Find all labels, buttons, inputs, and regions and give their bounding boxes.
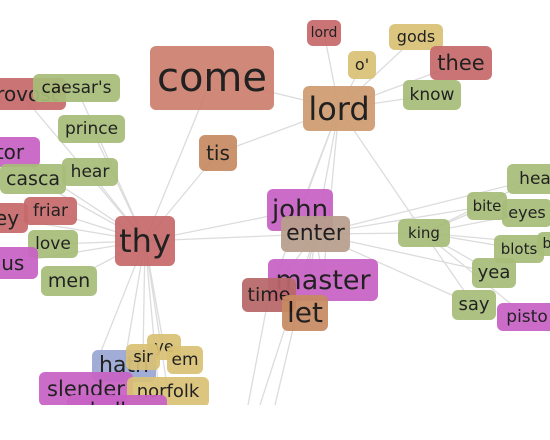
node-caesars[interactable]: caesar's (33, 74, 120, 102)
node-lord[interactable]: lord (303, 86, 375, 131)
node-pistol[interactable]: pisto (497, 303, 550, 331)
node-bite[interactable]: bite (467, 192, 507, 220)
node-yea[interactable]: yea (472, 258, 516, 288)
node-em[interactable]: em (167, 346, 203, 374)
edge-offscreen (247, 294, 270, 405)
node-lord-top[interactable]: lord (307, 20, 341, 46)
bottom-margin (0, 405, 550, 440)
node-thee[interactable]: thee (430, 46, 492, 80)
node-gods[interactable]: gods (389, 24, 443, 50)
node-men[interactable]: men (41, 266, 97, 296)
node-hear-left[interactable]: hear (62, 158, 118, 186)
word-network-graph: lord gods come o' thee lord know provost… (0, 20, 550, 405)
node-enter[interactable]: enter (281, 216, 350, 252)
node-b[interactable]: b (537, 232, 550, 256)
node-let[interactable]: let (282, 295, 328, 331)
node-say[interactable]: say (452, 290, 496, 320)
node-eyes[interactable]: eyes (502, 199, 550, 227)
node-prince[interactable]: prince (58, 115, 125, 143)
node-king[interactable]: king (398, 219, 450, 247)
node-sir[interactable]: sir (126, 344, 160, 370)
node-o[interactable]: o' (348, 51, 376, 79)
node-come[interactable]: come (150, 46, 274, 110)
node-tis[interactable]: tis (199, 135, 237, 171)
node-thy[interactable]: thy (115, 216, 175, 266)
node-shallow[interactable]: shallow (67, 395, 167, 405)
node-ius[interactable]: ius (0, 247, 38, 279)
edge-enter-hear_right (315, 178, 536, 235)
node-friar[interactable]: friar (24, 197, 77, 225)
node-casca[interactable]: casca (0, 164, 66, 194)
node-hear-right[interactable]: hea (507, 164, 550, 194)
node-ey[interactable]: ey (0, 203, 28, 233)
edge-thy-norfolk (144, 240, 169, 393)
node-know[interactable]: know (403, 80, 461, 110)
node-tor[interactable]: tor (0, 137, 40, 167)
